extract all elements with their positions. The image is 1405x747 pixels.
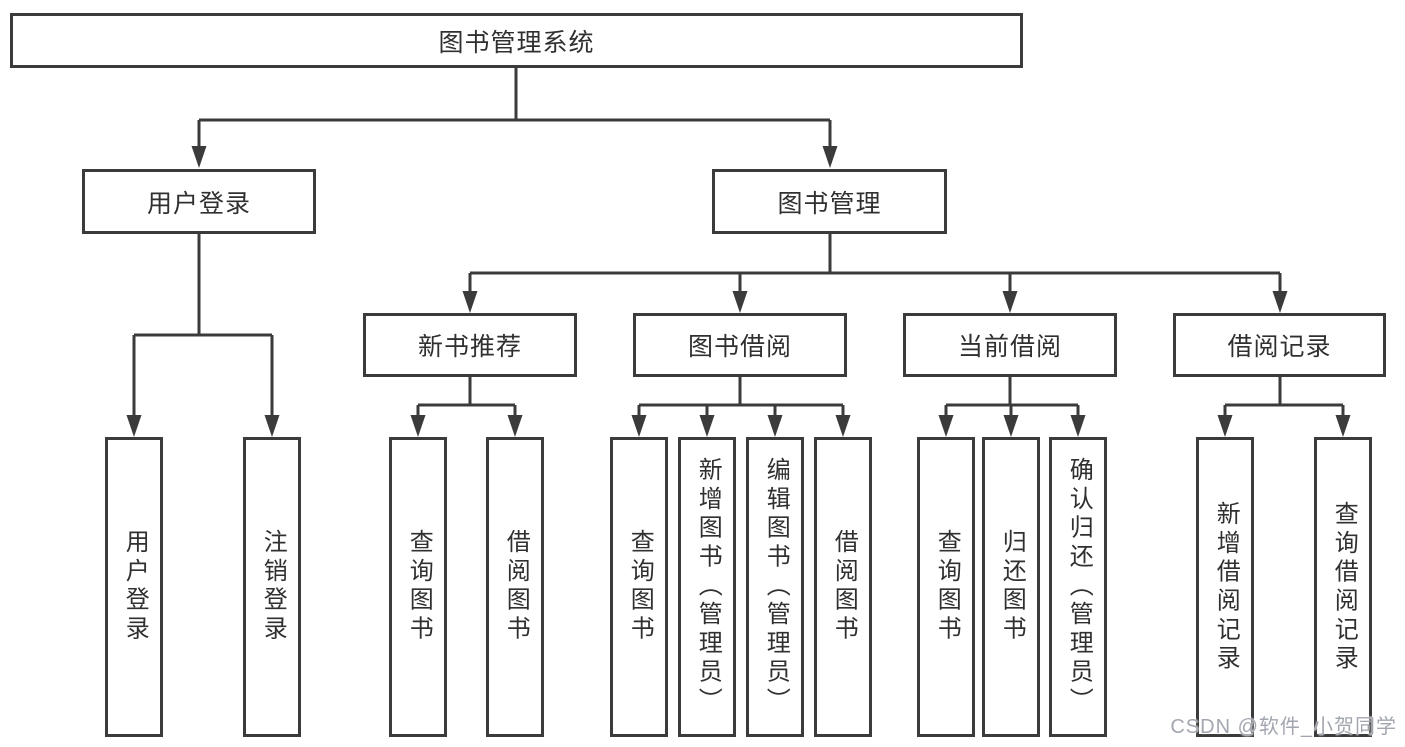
- arrow-down-icon: [699, 415, 715, 437]
- arrow-down-icon: [191, 146, 207, 168]
- leaf-current-query-books: 查询图书: [917, 437, 975, 737]
- node-label: 查询图书: [626, 529, 654, 645]
- node-borrow-records: 借阅记录: [1173, 313, 1386, 377]
- arrow-down-icon: [938, 415, 954, 437]
- connector-book-mgmt-to-level3: [468, 234, 1282, 298]
- node-book-management: 图书管理: [712, 169, 947, 234]
- node-label: 图书借阅: [687, 333, 792, 361]
- leaf-borrowing-borrow-books: 借阅图书: [814, 437, 872, 737]
- leaf-add-books-admin: 新增图书（管理员）: [678, 437, 736, 737]
- arrow-down-icon: [822, 146, 838, 168]
- connector-new-book-to-leaves: [416, 377, 517, 422]
- leaf-return-books: 归还图书: [982, 437, 1040, 737]
- leaf-logout: 注销登录: [243, 437, 301, 737]
- arrow-down-icon: [732, 291, 748, 313]
- connector-borrow-records-to-leaves: [1223, 377, 1345, 422]
- leaf-edit-books-admin: 编辑图书（管理员）: [746, 437, 804, 737]
- arrow-down-icon: [1272, 291, 1288, 313]
- arrow-down-icon: [1003, 415, 1019, 437]
- node-label: 图书管理: [777, 189, 882, 218]
- node-label: 借阅记录: [1227, 333, 1332, 361]
- arrow-down-icon: [1335, 415, 1351, 437]
- connector-root-to-level2: [197, 68, 832, 152]
- node-label: 新增借阅记录: [1212, 500, 1240, 674]
- node-label: 当前借阅: [957, 333, 1062, 361]
- leaf-confirm-return-admin: 确认归还（管理员）: [1049, 437, 1107, 737]
- arrow-down-icon: [126, 415, 142, 437]
- connector-user-login-to-leaves: [132, 234, 274, 422]
- node-label: 借阅图书: [502, 529, 530, 645]
- node-label: 借阅图书: [830, 529, 858, 645]
- node-label: 查询图书: [933, 529, 961, 645]
- leaf-query-borrow-record: 查询借阅记录: [1314, 437, 1372, 737]
- arrow-down-icon: [1217, 415, 1233, 437]
- node-user-login: 用户登录: [82, 169, 316, 234]
- node-label: 查询借阅记录: [1330, 500, 1358, 674]
- node-current-borrowing: 当前借阅: [903, 313, 1117, 377]
- node-label: 查询图书: [405, 529, 433, 645]
- leaf-borrowing-query-books: 查询图书: [610, 437, 668, 737]
- arrow-down-icon: [631, 415, 647, 437]
- node-label: 注销登录: [259, 529, 287, 645]
- arrow-down-icon: [767, 415, 783, 437]
- leaf-add-borrow-record: 新增借阅记录: [1196, 437, 1254, 737]
- node-book-borrowing: 图书借阅: [633, 313, 847, 377]
- node-label: 确认归还（管理员）: [1065, 457, 1093, 717]
- node-label: 新书推荐: [417, 333, 522, 361]
- arrow-down-icon: [1002, 291, 1018, 313]
- node-label: 图书管理系统: [438, 28, 595, 57]
- node-label: 用户登录: [146, 189, 251, 218]
- arrow-down-icon: [835, 415, 851, 437]
- arrow-down-icon: [410, 415, 426, 437]
- arrow-down-icon: [462, 291, 478, 313]
- arrow-down-icon: [507, 415, 523, 437]
- node-label: 新增图书（管理员）: [694, 457, 722, 717]
- node-label: 用户登录: [121, 529, 149, 645]
- leaf-recommend-borrow-books: 借阅图书: [486, 437, 544, 737]
- node-label: 归还图书: [998, 529, 1026, 645]
- csdn-watermark: CSDN @软件_小贺同学: [1170, 716, 1397, 738]
- arrow-down-icon: [1070, 415, 1086, 437]
- connector-book-borrow-to-leaves: [637, 377, 845, 422]
- arrow-down-icon: [264, 415, 280, 437]
- node-label: 编辑图书（管理员）: [762, 457, 790, 717]
- connector-current-borrow-to-leaves: [944, 377, 1080, 422]
- node-new-book-recommend: 新书推荐: [363, 313, 577, 377]
- node-library-management-system: 图书管理系统: [10, 13, 1023, 68]
- leaf-user-login: 用户登录: [105, 437, 163, 737]
- leaf-recommend-query-books: 查询图书: [389, 437, 447, 737]
